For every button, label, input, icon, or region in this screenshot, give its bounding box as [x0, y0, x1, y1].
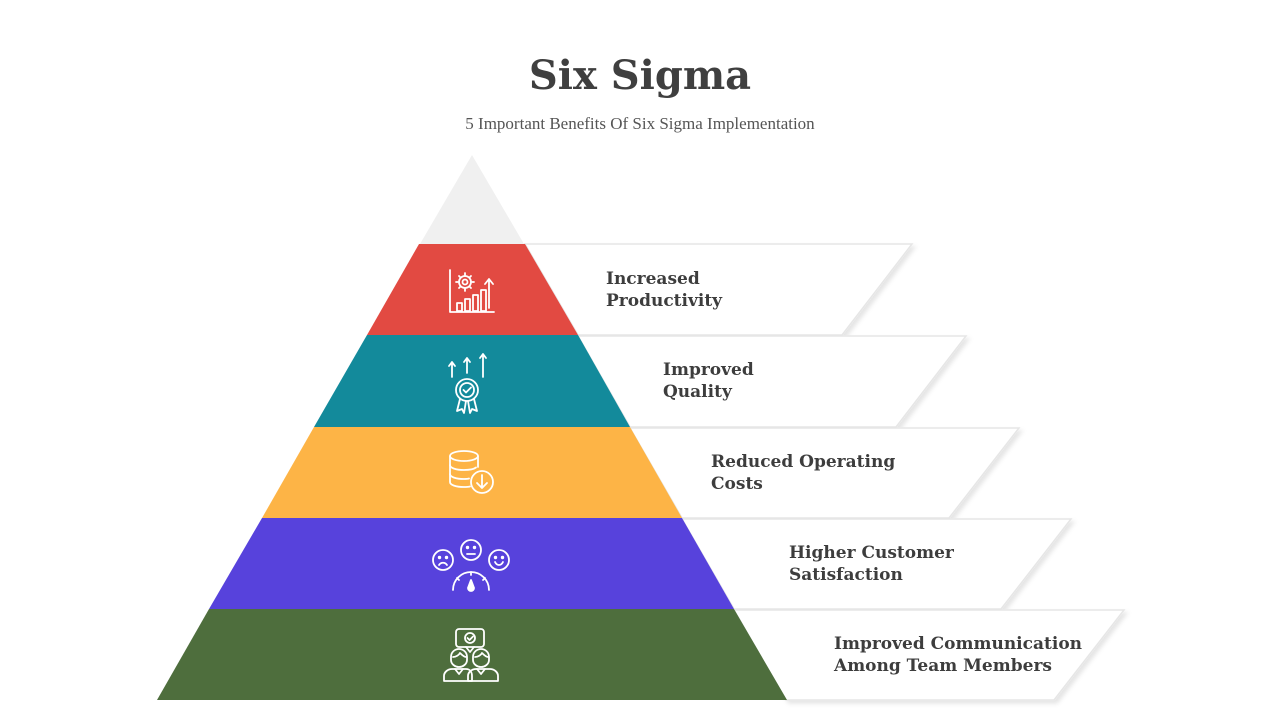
pyramid-level-3	[262, 427, 682, 518]
customer-satisfaction-meter-icon	[432, 539, 510, 592]
level-4-label-line2: Satisfaction	[789, 565, 903, 585]
level-2-label-line2: Quality	[663, 382, 732, 402]
panel-2	[576, 335, 968, 428]
pyramid-level-5	[157, 609, 787, 700]
team-communication-icon	[443, 628, 499, 682]
level-1-label-line1: Increased	[606, 269, 700, 289]
page-subtitle: 5 Important Benefits Of Six Sigma Implem…	[465, 114, 815, 133]
page-title: Six Sigma	[528, 52, 752, 99]
productivity-gear-chart-icon	[449, 269, 495, 313]
level-3-label-line1: Reduced Operating	[711, 452, 896, 472]
pyramid-level-4	[209, 518, 734, 609]
level-1-label-line2: Productivity	[606, 291, 723, 311]
level-2-label: Improved Quality	[663, 359, 754, 403]
level-2-label-line1: Improved	[663, 360, 754, 380]
quality-badge-arrows-icon	[448, 353, 487, 414]
level-4-label-line1: Higher Customer	[789, 543, 954, 563]
level-4-label: Higher Customer Satisfaction	[789, 542, 954, 586]
level-1-label: Increased Productivity	[606, 268, 722, 312]
level-5-label-line2: Among Team Members	[834, 656, 1052, 676]
pyramid-level-1	[367, 244, 578, 335]
pyramid-apex	[420, 155, 524, 244]
level-5-label-line1: Improved Communication	[834, 634, 1083, 654]
level-3-label: Reduced Operating Costs	[711, 451, 895, 495]
level-3-label-line2: Costs	[711, 474, 763, 494]
level-5-label: Improved Communication Among Team Member…	[834, 633, 1082, 677]
coins-down-arrow-icon	[449, 450, 494, 494]
